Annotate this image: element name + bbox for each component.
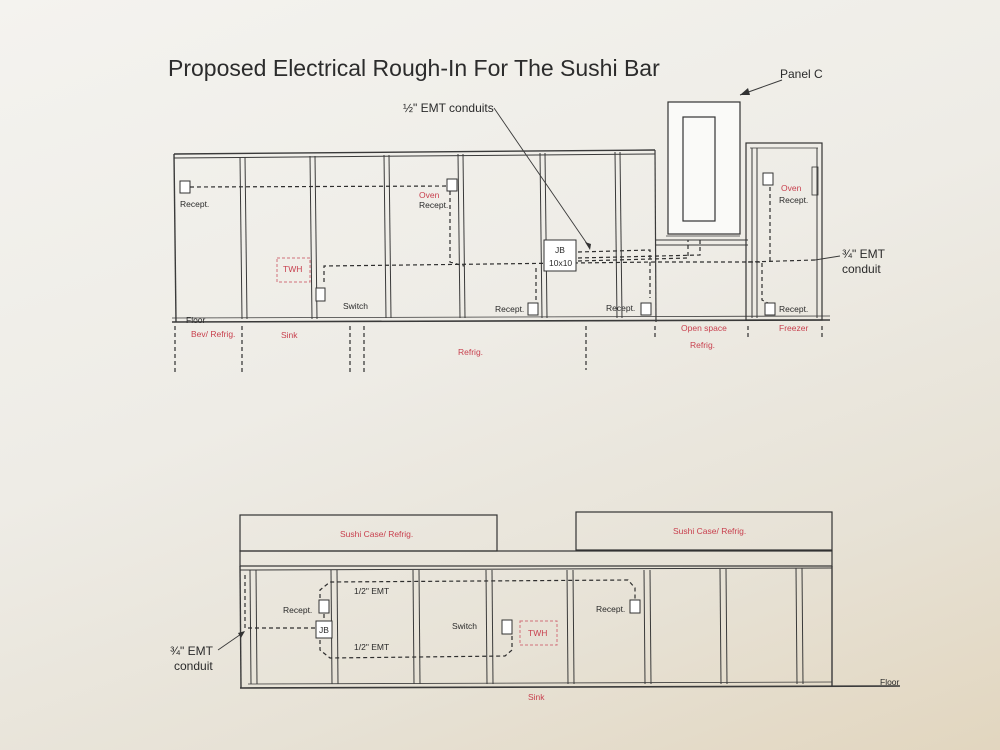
- floor-label-top: Floor: [186, 315, 206, 325]
- top-conduit-runs: [189, 180, 816, 305]
- top-wall-frame: [171, 149, 831, 323]
- jb-size-label: 10x10: [549, 258, 572, 268]
- top-appliance-labels: Bev/ Refrig. Sink Refrig. Open space Ref…: [191, 323, 808, 357]
- freezer-label: Freezer: [779, 323, 808, 333]
- bottom-elevation: Sushi Case/ Refrig. Sushi Case/ Refrig.: [170, 511, 901, 702]
- twh-bottom: TWH: [519, 620, 558, 646]
- sushi-case-right-label: Sushi Case/ Refrig.: [673, 526, 746, 536]
- recept-label-3: Recept.: [495, 304, 524, 314]
- bottom-conduit-runs: [244, 575, 636, 659]
- recept-label-b2: Recept.: [596, 604, 625, 614]
- emt-half-top-label: 1/2" EMT: [354, 586, 389, 596]
- recept-label-5: Recept.: [779, 195, 808, 205]
- bev-refrig-label: Bev/ Refrig.: [191, 329, 235, 339]
- recept-label-2: Recept.: [419, 200, 448, 210]
- bottom-boxes: JB: [315, 599, 641, 639]
- sink-label-bottom: Sink: [528, 692, 545, 702]
- counter-top: [239, 550, 833, 571]
- panel-c-label: Panel C: [780, 67, 823, 81]
- half-emt-callout: ½" EMT conduits: [403, 101, 591, 250]
- threequarter-emt-label: ¾" EMT: [842, 247, 886, 261]
- drawing-title: Proposed Electrical Rough-In For The Sus…: [168, 55, 660, 81]
- freezer-section: [745, 142, 823, 321]
- top-boundary-lines: [174, 326, 823, 374]
- jb-box-bottom: [315, 620, 333, 639]
- bottom-conduit-callout: ¾" EMT conduit: [170, 631, 245, 673]
- oven-label-2: Oven: [781, 183, 802, 193]
- twh-label: TWH: [283, 264, 302, 274]
- recept-label-b1: Recept.: [283, 605, 312, 615]
- open-space-label: Open space: [681, 323, 727, 333]
- recept-label-6: Recept.: [779, 304, 808, 314]
- sushi-case-left-label: Sushi Case/ Refrig.: [340, 529, 413, 539]
- bottom-wall-frame: [239, 565, 901, 689]
- emt-half-bottom-label: 1/2" EMT: [354, 642, 389, 652]
- top-receptacles: [179, 172, 776, 316]
- junction-box-10x10: JB 10x10: [543, 239, 577, 272]
- twh-top: TWH: [276, 257, 311, 283]
- floor-label-bottom: Floor: [880, 677, 900, 687]
- sink-label-top: Sink: [281, 330, 298, 340]
- refrig-label: Refrig.: [458, 347, 483, 357]
- bottom-conduit-label-1: ¾" EMT: [170, 644, 214, 658]
- threequarter-emt-callout: ¾" EMT conduit: [814, 247, 886, 276]
- top-labels: Recept. Oven Recept. Switch Recept. Rece…: [180, 183, 808, 325]
- jb-label: JB: [555, 245, 565, 255]
- recept-box: [446, 178, 458, 192]
- bottom-conduit-label-2: conduit: [174, 659, 213, 673]
- open-space-header: [656, 235, 748, 246]
- half-emt-label: ½" EMT conduits: [403, 101, 494, 115]
- refrig-label-2: Refrig.: [690, 340, 715, 350]
- twh-label-bottom: TWH: [528, 628, 547, 638]
- switch-label-bottom: Switch: [452, 621, 477, 631]
- recept-label-1: Recept.: [180, 199, 209, 209]
- top-studs: [239, 151, 623, 320]
- switch-label: Switch: [343, 301, 368, 311]
- recept-label-4: Recept.: [606, 303, 635, 313]
- oven-label-1: Oven: [419, 190, 440, 200]
- threequarter-conduit-label: conduit: [842, 262, 881, 276]
- panel-c: Panel C: [667, 67, 823, 235]
- bottom-labels: Recept. 1/2" EMT 1/2" EMT Switch Recept.…: [283, 586, 900, 702]
- jb-label-bottom: JB: [319, 625, 329, 635]
- bottom-studs: [249, 567, 804, 685]
- top-elevation: Panel C: [171, 67, 886, 374]
- sushi-cases: Sushi Case/ Refrig. Sushi Case/ Refrig.: [239, 511, 833, 552]
